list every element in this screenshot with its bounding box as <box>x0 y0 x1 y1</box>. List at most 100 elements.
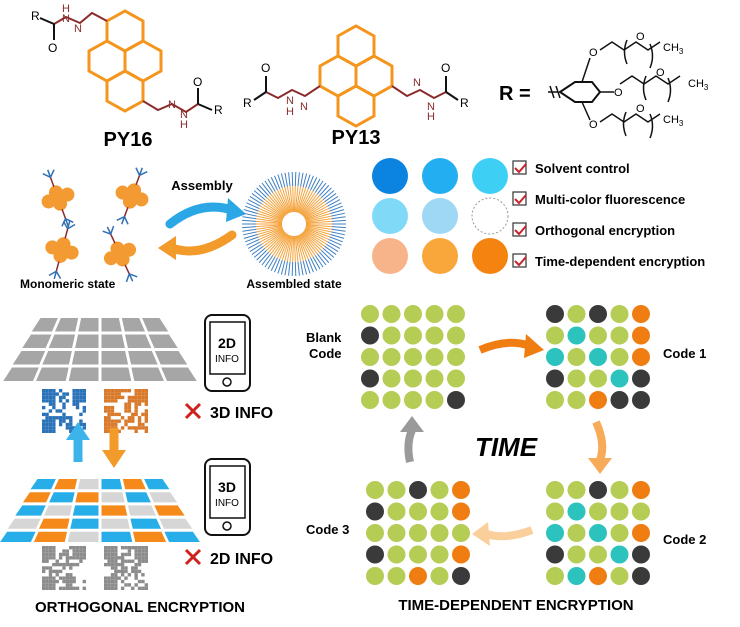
code-dot <box>404 391 422 409</box>
code-dot <box>404 305 422 323</box>
assembly-ray <box>305 226 332 233</box>
code-dot <box>610 502 629 521</box>
code-dot <box>425 326 444 345</box>
code-dot <box>610 524 629 542</box>
assembly-ray <box>256 226 283 233</box>
code-dot <box>546 567 564 585</box>
phone-bottom: 3D INFO <box>204 458 251 536</box>
assembly-ray-tip <box>246 202 260 210</box>
assembly-ray-tip <box>264 255 274 268</box>
assembly-ray <box>259 228 284 240</box>
tile <box>130 518 162 529</box>
r-o4: O <box>636 31 645 43</box>
assembly-ray-tip <box>325 243 339 252</box>
assembly-ray <box>292 186 295 213</box>
assembly-ray <box>276 234 290 259</box>
r-o2: O <box>614 87 623 99</box>
code-dot <box>447 391 465 409</box>
assembly-ray-tip <box>284 172 288 187</box>
tile <box>15 505 46 516</box>
tile <box>127 505 156 516</box>
py13-pyrene-core <box>318 24 394 128</box>
assembly-ray-tip <box>284 261 288 276</box>
code-dot <box>387 481 406 499</box>
code-dot <box>632 481 650 499</box>
assembly-ray-tip <box>251 245 264 255</box>
assembly-ray <box>296 235 304 261</box>
code-dot <box>567 481 586 499</box>
grid-code-1 <box>546 305 650 409</box>
code-dot <box>430 567 449 585</box>
assembly-ray-tip <box>251 193 264 203</box>
assembly-ray-tip <box>264 180 274 193</box>
r-group-label: R = <box>499 83 531 105</box>
assembly-ray <box>297 187 307 213</box>
color-swatches <box>372 158 509 274</box>
code-dot <box>447 305 465 323</box>
tile <box>42 351 72 365</box>
py13-n3: N <box>413 77 421 89</box>
assembly-ray-tip <box>328 202 342 210</box>
code-dot <box>387 545 406 564</box>
assembly-ray-tip <box>322 190 335 200</box>
py13-n2: N <box>300 101 308 113</box>
assembly-ray-tip <box>274 175 281 189</box>
code-dot <box>632 305 650 323</box>
py16-r2: R <box>214 103 223 117</box>
monomeric-state-illustration <box>41 167 149 283</box>
tile <box>128 351 158 365</box>
py16-r1: R <box>31 9 40 23</box>
assembly-ray-tip <box>329 205 344 212</box>
py13-linkers <box>265 85 447 100</box>
assembly-ray <box>302 231 324 249</box>
code-dot <box>610 326 629 345</box>
tile <box>38 518 70 529</box>
assembly-ray <box>295 235 302 262</box>
tile <box>22 334 52 348</box>
color-swatch <box>472 238 508 274</box>
code-dot <box>567 305 586 323</box>
phone-bottom-line2: INFO <box>215 498 239 509</box>
assembly-ray <box>266 231 286 251</box>
time-dependent-title: TIME-DEPENDENT ENCRYPTION <box>398 597 633 614</box>
tile <box>154 351 188 365</box>
checkbox <box>512 191 527 206</box>
feature-item: Time-dependent encryption <box>535 254 705 269</box>
code-dot <box>447 369 465 388</box>
py16-o1: O <box>48 41 57 55</box>
assembly-ray-tip <box>249 196 263 205</box>
assembly-ray <box>303 201 326 218</box>
assembly-ray-tip <box>312 178 321 192</box>
assembly-ray-tip <box>310 257 318 271</box>
code-dot <box>610 391 629 409</box>
grid-code-2 <box>546 481 650 585</box>
assembly-ray-tip <box>277 174 283 189</box>
assembly-ray-tip <box>297 261 300 276</box>
assembly-ray-tip <box>270 177 278 191</box>
assembly-ray-tip <box>331 228 346 232</box>
code-dot <box>567 391 586 409</box>
assembly-ray <box>298 188 309 214</box>
assembly-ray <box>305 218 332 223</box>
assembly-ray <box>300 192 316 215</box>
qr-code-gray-2 <box>104 546 148 590</box>
code-dot <box>589 391 607 409</box>
assembly-ray-tip <box>331 231 345 236</box>
code-dot <box>632 326 650 345</box>
code-dot <box>632 348 650 366</box>
assembly-ray-tip <box>305 174 311 189</box>
assembly-ray-tip <box>328 238 342 246</box>
py13-n4: N <box>427 101 435 113</box>
assembly-ray-tip <box>319 251 330 263</box>
assembly-ray <box>305 215 332 222</box>
assembly-ray <box>284 187 292 213</box>
code-dot <box>430 545 449 564</box>
code-dot <box>632 567 650 585</box>
assembly-ray <box>256 215 283 222</box>
tile <box>36 367 69 381</box>
feature-item: Multi-color fluorescence <box>535 192 685 207</box>
code-dot <box>632 369 650 388</box>
assembly-ray <box>264 199 286 217</box>
assembly-ray <box>300 233 318 255</box>
tile <box>12 351 46 365</box>
